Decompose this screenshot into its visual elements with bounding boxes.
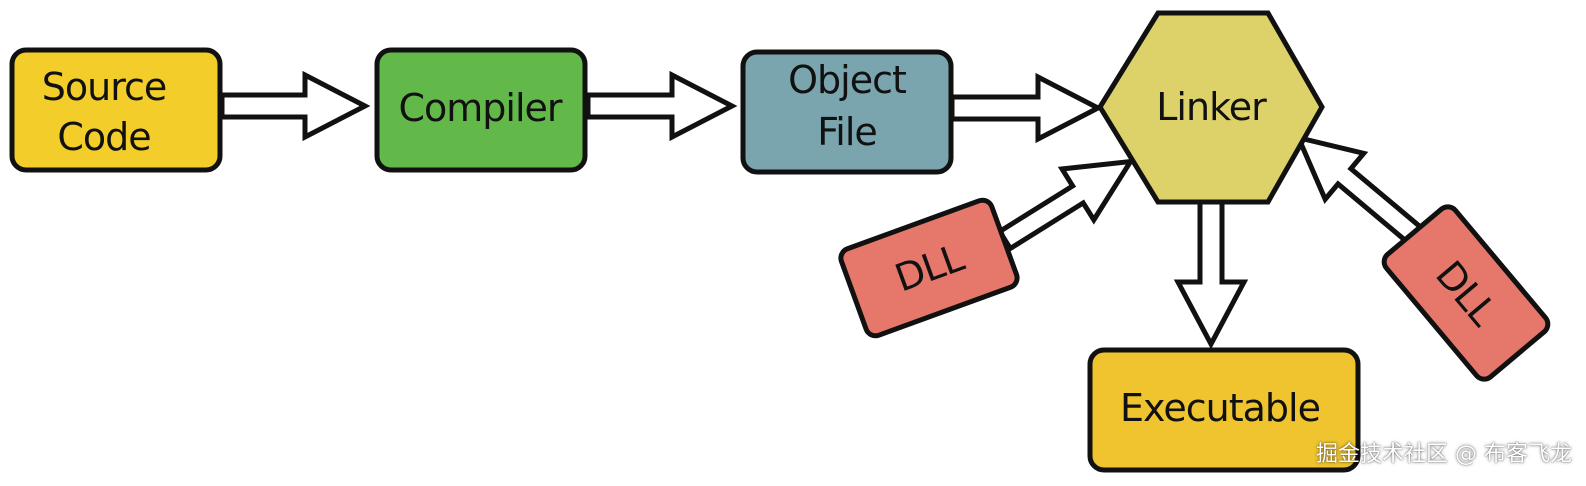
object-file-node: Object File — [740, 49, 954, 175]
dll-left-node: DLL — [838, 197, 1020, 339]
object-file-box — [740, 49, 954, 175]
dll-right-node: DLL — [1381, 204, 1551, 382]
arrow-right-dll-to-linker — [1294, 134, 1428, 250]
source-code-label-line1: Source — [42, 65, 167, 109]
executable-label: Executable — [1120, 386, 1320, 430]
object-file-label-line2: File — [817, 110, 877, 154]
compiler-label: Compiler — [398, 86, 562, 130]
executable-node: Executable — [1087, 347, 1361, 473]
linker-hexagon — [1097, 10, 1325, 205]
arrow-left-dll-to-linker — [996, 158, 1136, 252]
arrow-linker-to-executable — [1173, 195, 1249, 350]
linker-label: Linker — [1156, 85, 1267, 129]
arrow-source-to-compiler — [219, 70, 371, 142]
compiler-node: Compiler — [374, 47, 588, 173]
compiler-box — [374, 47, 588, 173]
dll-left-box — [838, 197, 1020, 339]
source-code-label-line2: Code — [57, 115, 150, 159]
executable-box — [1087, 347, 1361, 473]
source-code-box — [9, 47, 223, 173]
source-code-node: Source Code — [9, 47, 223, 173]
arrow-compiler-to-object — [585, 70, 738, 142]
linker-node: Linker — [1097, 10, 1325, 205]
object-file-label-line1: Object — [788, 58, 906, 102]
watermark-text: 掘金技术社区 @ 布客飞龙 — [1316, 442, 1572, 467]
arrow-object-to-linker — [949, 72, 1104, 144]
dll-right-box — [1381, 204, 1551, 382]
